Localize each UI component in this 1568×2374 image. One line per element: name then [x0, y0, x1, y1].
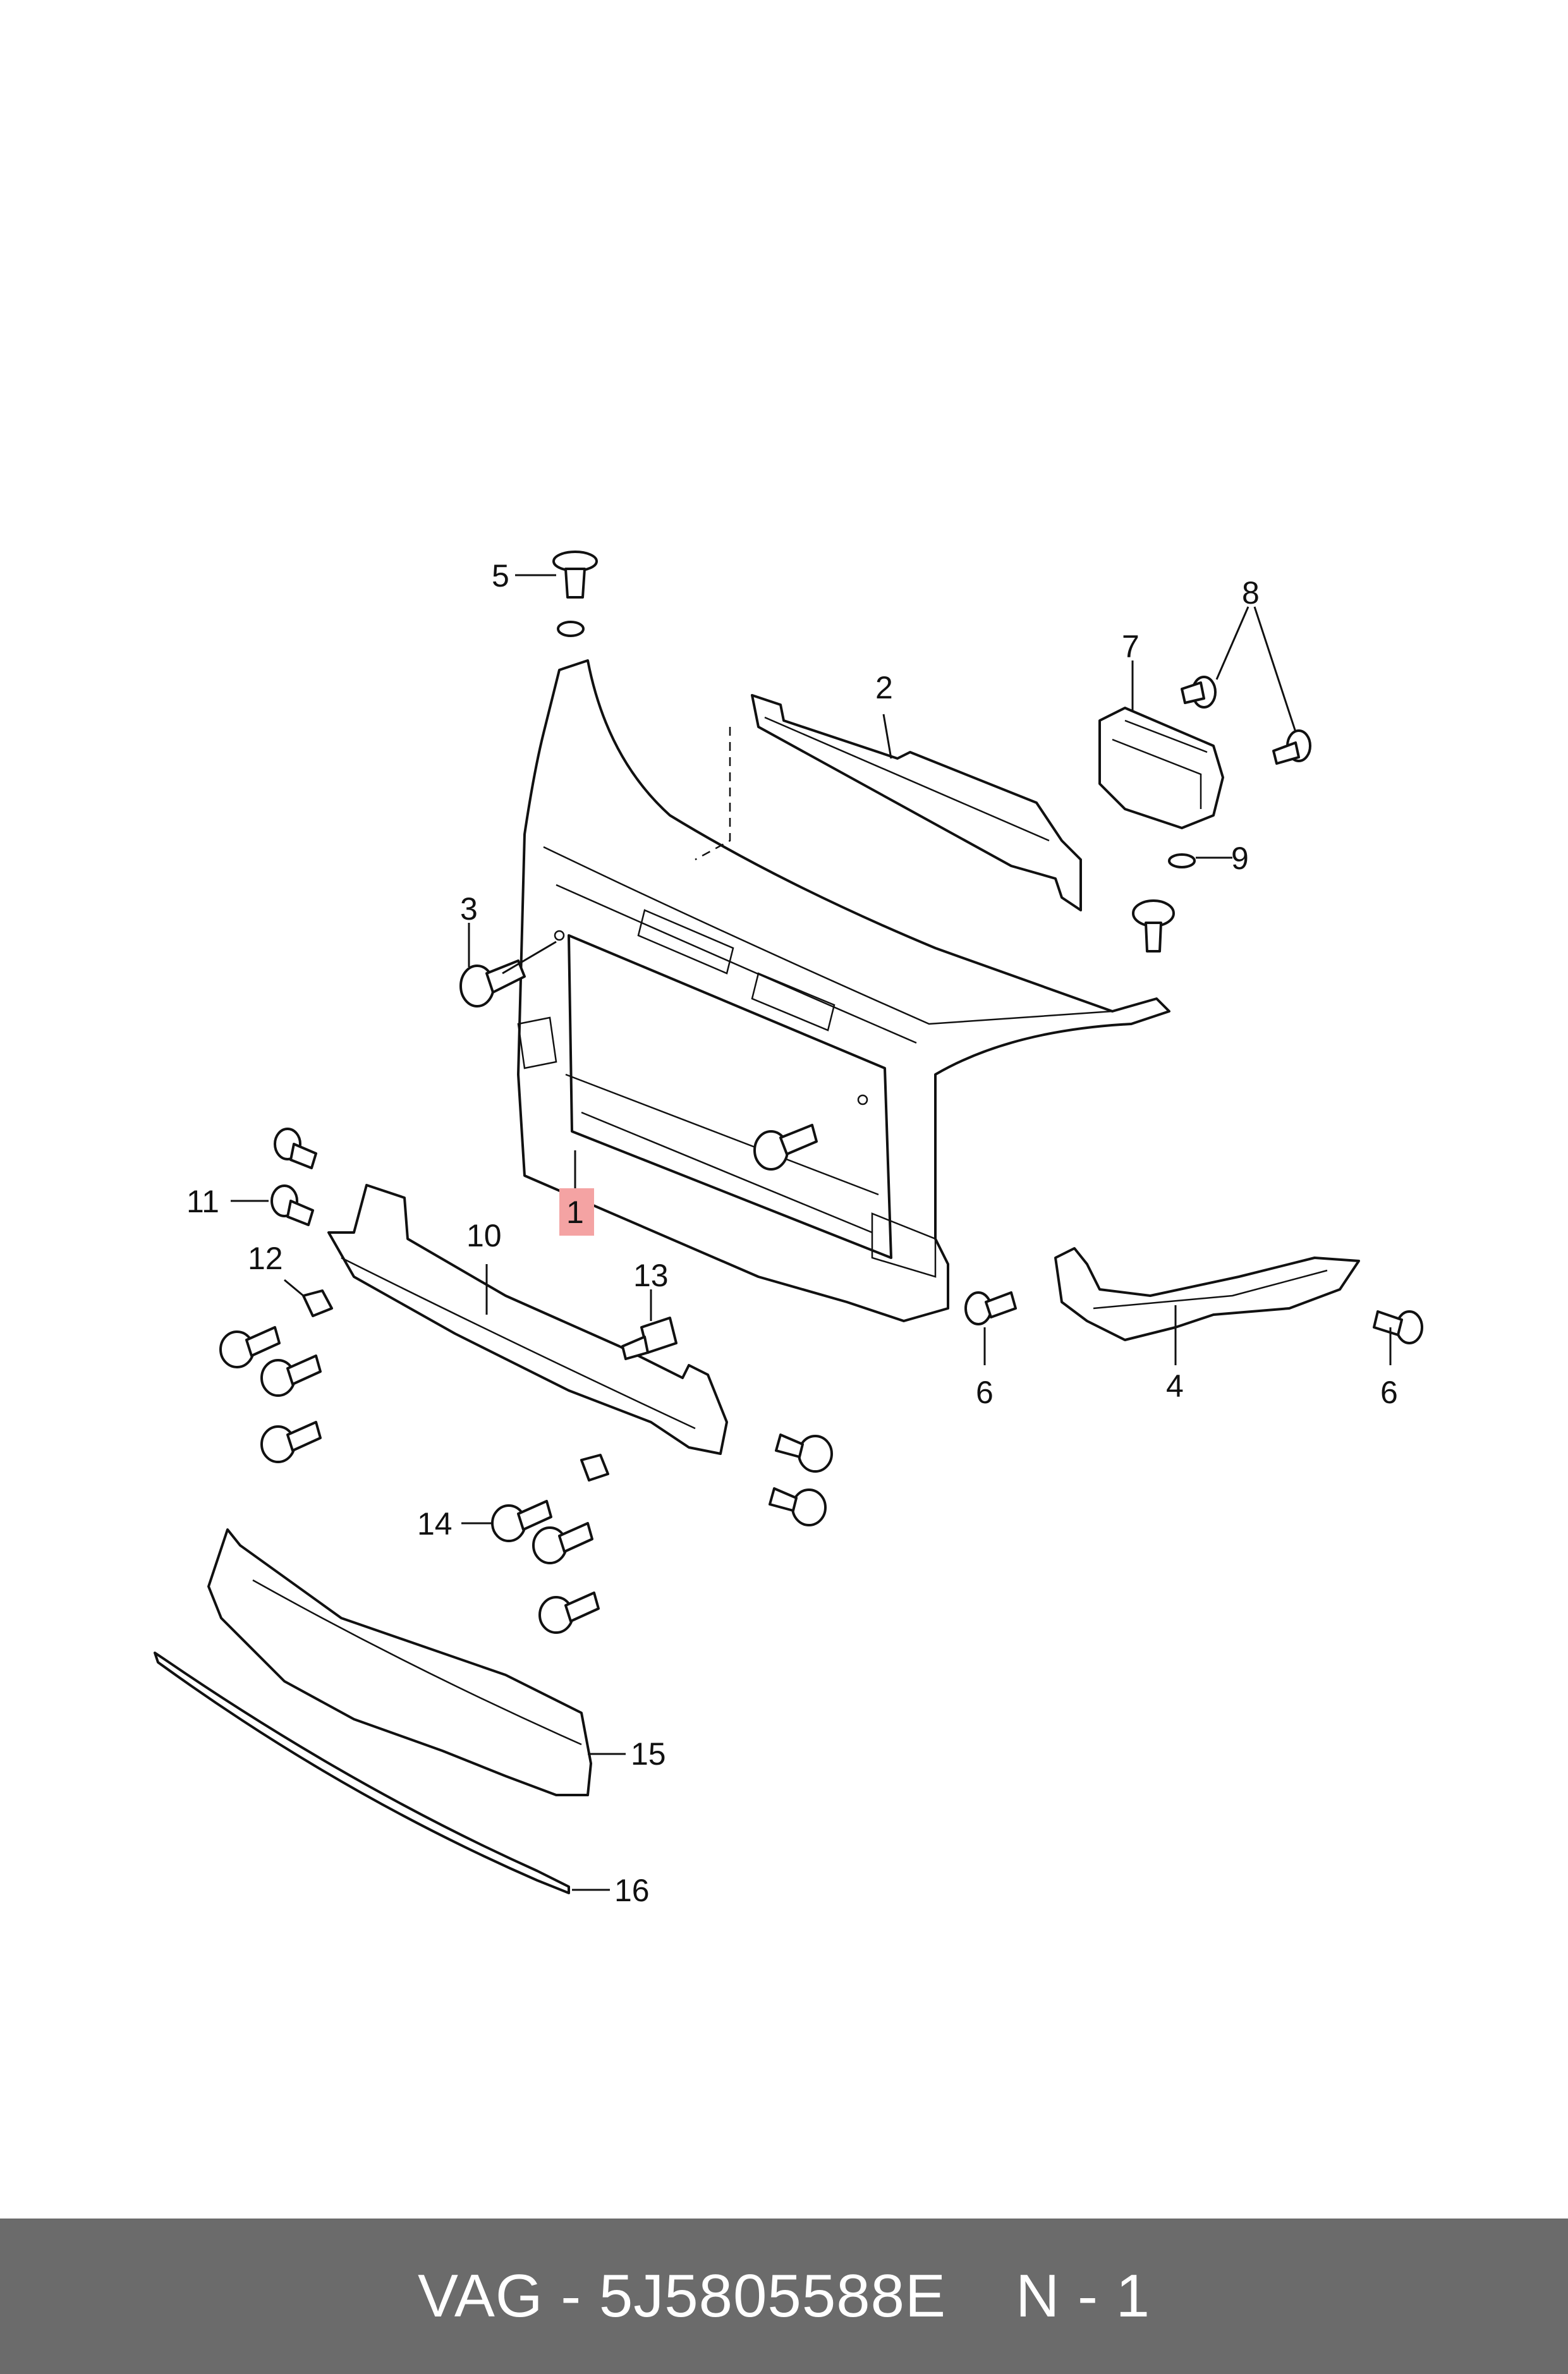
callout-1: 1 — [566, 1195, 584, 1230]
callout-3: 3 — [460, 891, 478, 927]
bolt-part-3b — [753, 1124, 818, 1171]
bolts-left-cluster — [219, 1326, 322, 1463]
callout-7: 7 — [1122, 629, 1140, 664]
bump-block-part-7 — [1098, 707, 1224, 829]
callout-16: 16 — [614, 1873, 650, 1908]
air-guide-part-2 — [751, 694, 1082, 911]
callout-8: 8 — [1242, 575, 1260, 611]
clip-part-12 — [302, 1289, 333, 1317]
bolt-part-9-lower — [1132, 899, 1175, 953]
callout-13: 13 — [633, 1258, 669, 1293]
clip-part-12b — [580, 1454, 609, 1482]
bolt-part-6a — [964, 1291, 1017, 1325]
callout-9: 9 — [1231, 841, 1249, 876]
bolts-right-cluster — [769, 1434, 833, 1526]
callout-4: 4 — [1166, 1368, 1184, 1404]
bolt-part-8a — [1181, 676, 1217, 709]
bumper-beam-part-10 — [327, 1184, 728, 1455]
callout-10: 10 — [466, 1218, 502, 1253]
footer-brand: VAG — [417, 2262, 544, 2330]
callout-11: 11 — [186, 1184, 219, 1219]
leader-lines — [231, 574, 1392, 1891]
callout-5: 5 — [492, 558, 509, 594]
bolt-part-8b — [1272, 729, 1311, 765]
callout-2: 2 — [875, 670, 893, 705]
trim-strip-part-16 — [154, 1652, 570, 1894]
sensor-part-13 — [621, 1317, 678, 1360]
bolt-part-6b — [1373, 1310, 1423, 1344]
callout-6b: 6 — [1380, 1375, 1398, 1410]
washer-part-9 — [1168, 853, 1196, 868]
guide-dash-line — [695, 727, 731, 861]
callout-15: 15 — [631, 1736, 666, 1772]
callout-6a: 6 — [976, 1375, 994, 1410]
front-panel-part-1 — [517, 659, 1170, 1322]
footer-bar: VAG - 5J5805588E N - 1 — [0, 2219, 1568, 2374]
callout-12: 12 — [248, 1241, 283, 1276]
callout-14: 14 — [417, 1506, 453, 1542]
footer-part-number: 5J5805588E — [599, 2262, 947, 2330]
bolt-part-3 — [459, 959, 526, 1007]
air-deflector-part-15 — [207, 1528, 592, 1796]
bolt-part-11 — [270, 1128, 317, 1226]
bolts-part-14 — [491, 1500, 600, 1634]
parts-diagram: 1 2 3 4 5 6 6 7 8 9 10 11 12 13 14 15 16 — [154, 551, 1423, 1908]
footer-page: N - 1 — [1016, 2262, 1151, 2330]
callout-1-highlight — [559, 1188, 594, 1236]
footer-separator: - — [543, 2262, 599, 2330]
bolt-part-5 — [552, 551, 598, 637]
side-bracket-part-4 — [1054, 1247, 1360, 1341]
